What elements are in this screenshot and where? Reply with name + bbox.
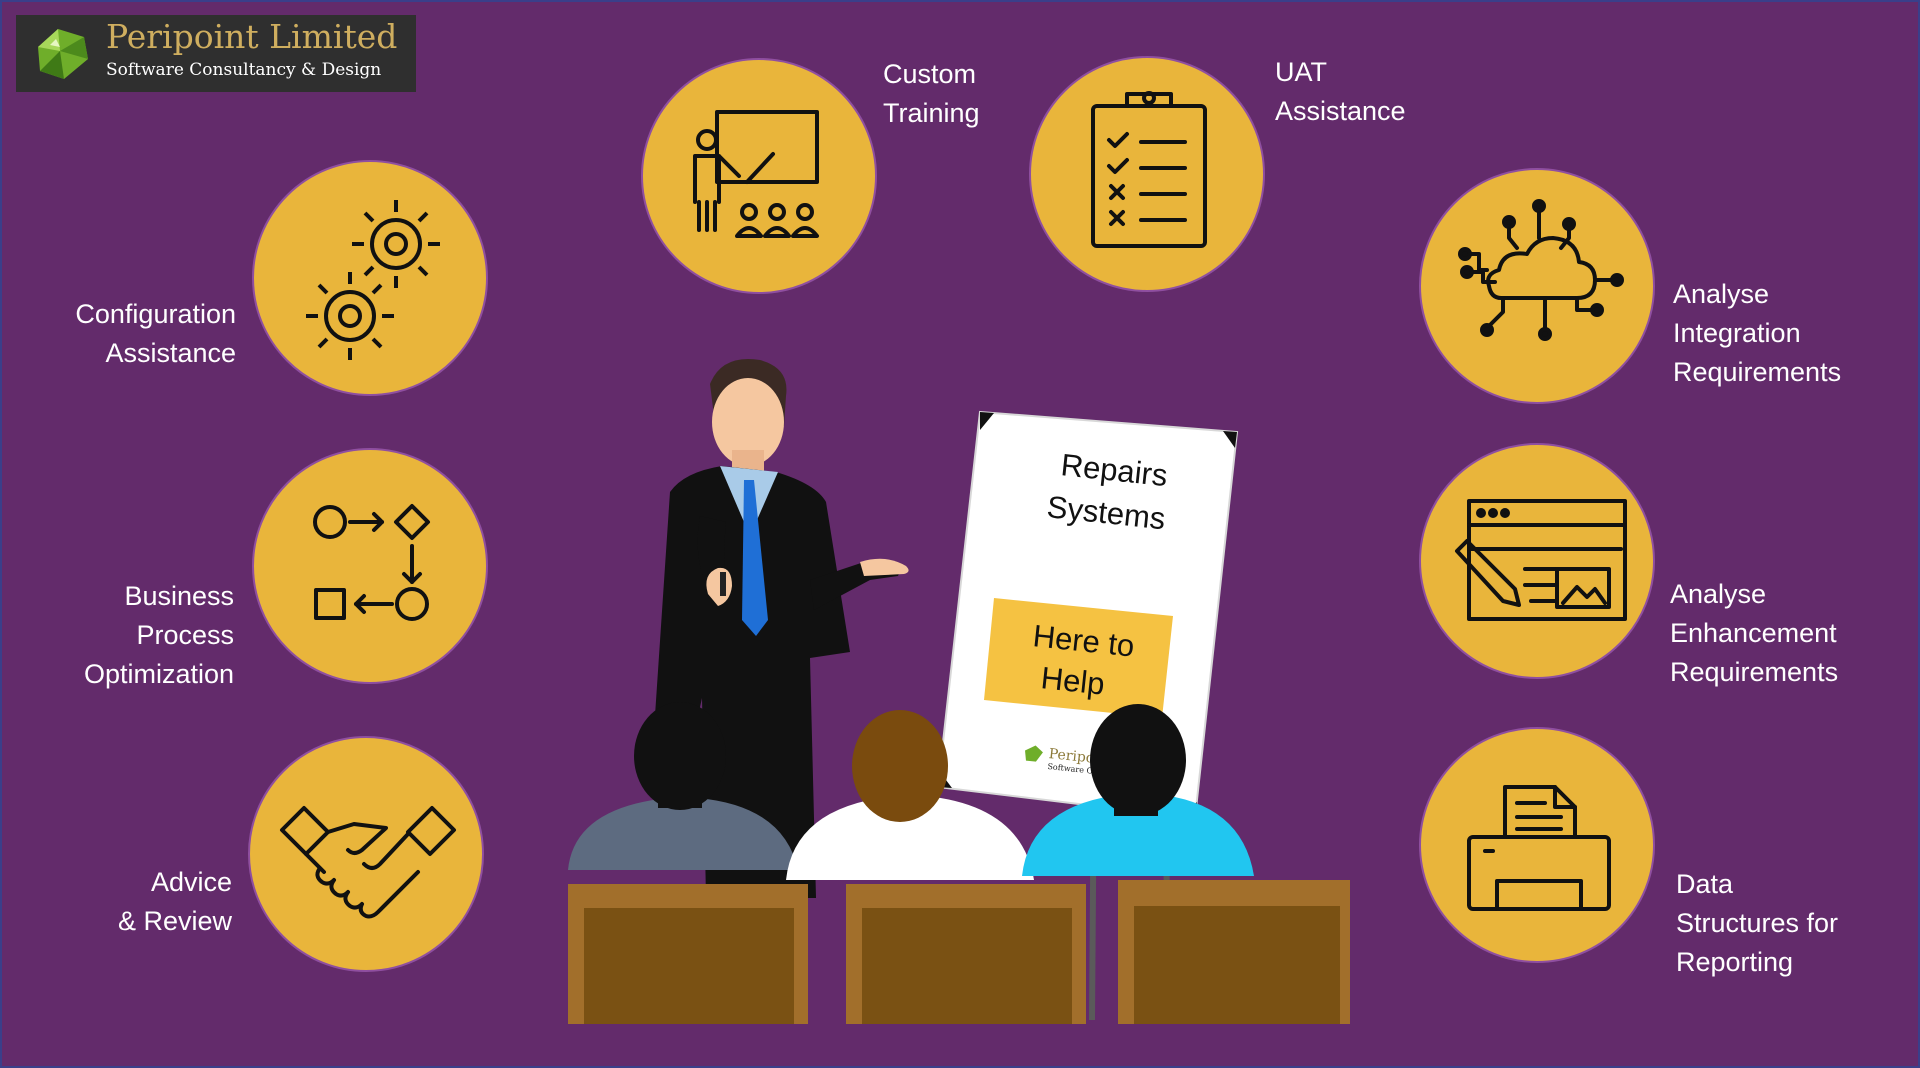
gears-icon [306, 200, 440, 360]
configuration-assistance-label: Configuration Assistance [75, 299, 236, 368]
printer-report-icon [1467, 785, 1611, 911]
configuration-assistance-circle [252, 160, 488, 396]
process-flow-icon [313, 504, 430, 621]
web-design-icon [1455, 499, 1627, 621]
reporting-circle [1419, 727, 1655, 963]
cloud-network-icon [1458, 199, 1624, 341]
business-process-circle [252, 448, 488, 684]
advice-review-circle [248, 736, 484, 972]
business-process-label: Business Process Optimization [83, 581, 234, 689]
enhancement-circle [1419, 443, 1655, 679]
audience [568, 702, 1254, 880]
trainer-presentation-icon [693, 110, 819, 238]
handshake-icon [280, 806, 456, 919]
board-note-line2: Help [1039, 660, 1106, 701]
logo-name: Peripoint Limited [106, 17, 398, 56]
custom-training-label: Custom Training [883, 59, 980, 128]
reporting-label: Data Structures for Reporting [1676, 869, 1839, 977]
enhancement-label: Analyse Enhancement Requirements [1670, 579, 1839, 687]
integration-circle [1419, 168, 1655, 404]
flipchart-board: Repairs Systems Here to Help Peripoint L… [936, 410, 1239, 820]
company-logo: Peripoint Limited Software Consultancy &… [16, 15, 416, 92]
uat-assistance-circle [1029, 56, 1265, 292]
gem-icon [38, 29, 88, 79]
checklist-clipboard-icon [1091, 91, 1207, 248]
custom-training-circle [641, 58, 877, 294]
uat-assistance-label: UAT Assistance [1275, 57, 1406, 126]
logo-tagline: Software Consultancy & Design [106, 60, 382, 80]
integration-label: Analyse Integration Requirements [1673, 279, 1842, 387]
presentation-scene: Repairs Systems Here to Help Peripoint L… [568, 359, 1350, 1024]
advice-review-label: Advice & Review [117, 867, 232, 936]
presenter-figure [650, 359, 909, 898]
audience-chairs [568, 880, 1350, 1024]
